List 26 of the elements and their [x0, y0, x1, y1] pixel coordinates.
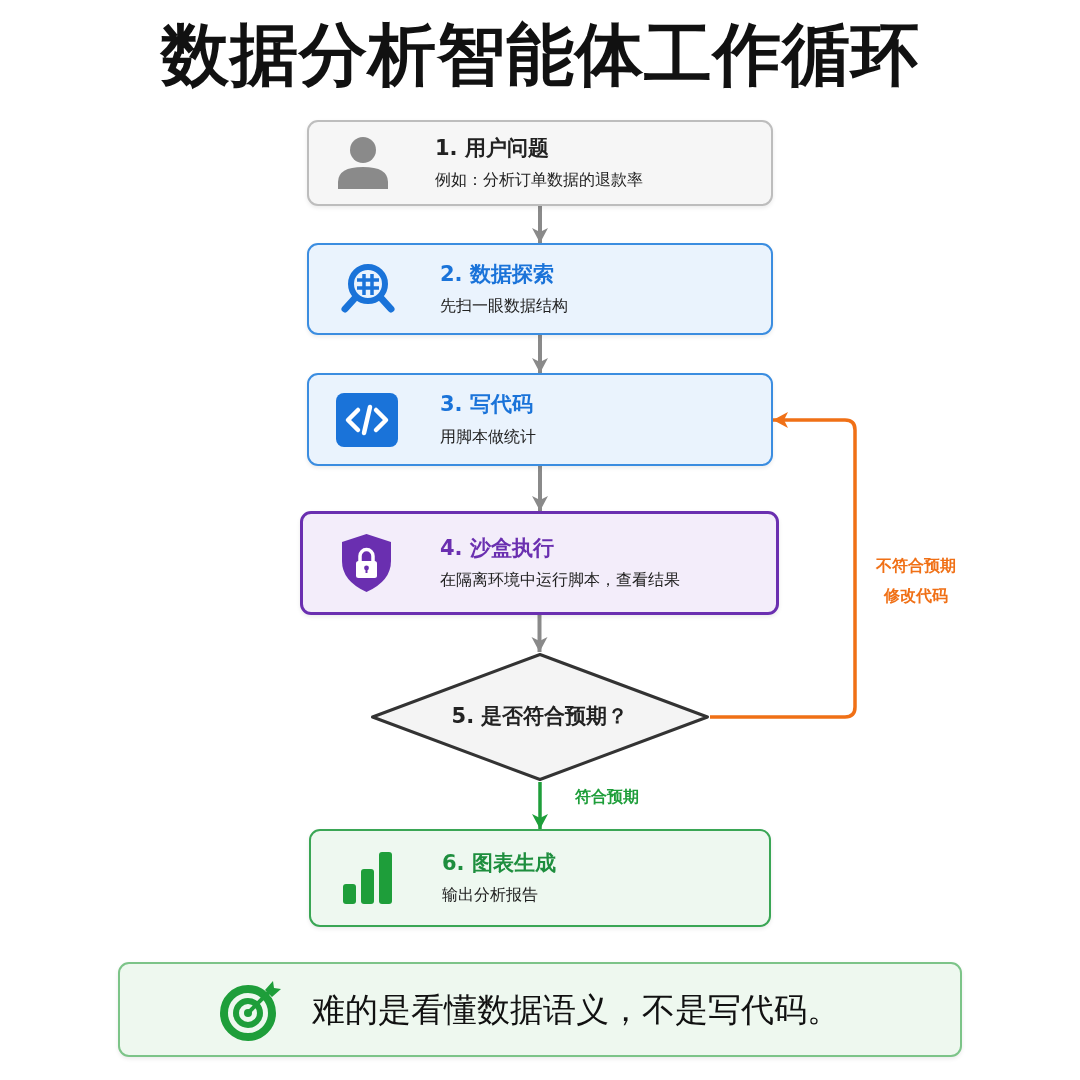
step-title: 4. 沙盒执行 [440, 535, 555, 562]
arrow [710, 412, 857, 719]
process-box [307, 243, 773, 335]
step-description: 在隔离环境中运行脚本，查看结果 [440, 570, 681, 591]
step-title: 6. 图表生成 [442, 850, 557, 877]
step-description: 输出分析报告 [442, 885, 539, 906]
process-box [307, 373, 773, 466]
arrow [532, 206, 548, 243]
decision-diamond [370, 652, 710, 782]
diagram-title: 数据分析智能体工作循环 [159, 14, 921, 96]
step-description: 先扫一眼数据结构 [440, 296, 569, 317]
step-description: 例如：分析订单数据的退款率 [435, 170, 644, 191]
step-title: 3. 写代码 [440, 392, 534, 418]
arrow [532, 335, 548, 373]
note-text: 难的是看懂数据语义，不是写代码。 [312, 989, 841, 1030]
step-title: 1. 用户问题 [435, 135, 550, 162]
arrow [531, 615, 548, 652]
process-box [309, 829, 771, 927]
decision-text: 5. 是否符合预期？ [451, 704, 629, 730]
arrow [532, 466, 548, 511]
arrow [532, 782, 548, 829]
note-box [118, 962, 962, 1057]
process-box [307, 120, 773, 206]
step-title: 2. 数据探索 [440, 261, 555, 288]
process-box [300, 511, 779, 615]
step-description: 用脚本做统计 [440, 426, 537, 447]
